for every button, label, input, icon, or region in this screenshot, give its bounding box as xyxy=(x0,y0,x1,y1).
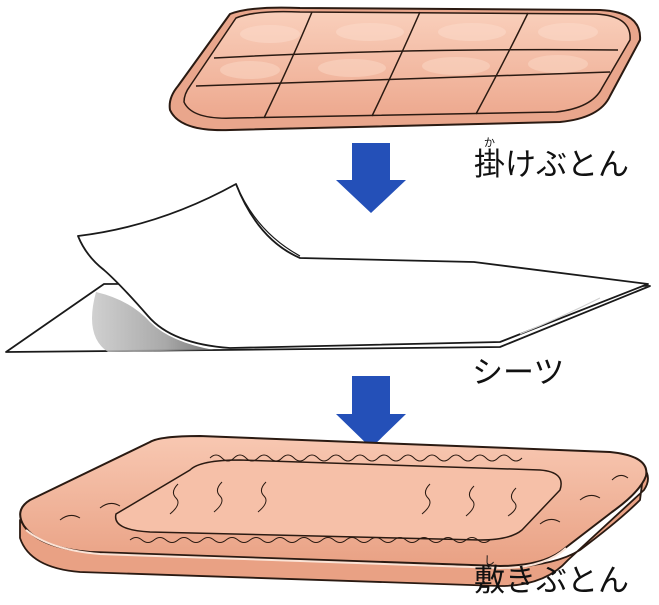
sheet-label: シーツ xyxy=(472,355,565,391)
arrow-down-icon xyxy=(336,143,406,213)
shiki-futon-label: 敷きぶとん xyxy=(474,563,629,599)
kake-futon-icon xyxy=(168,6,642,132)
kake-ruby: か xyxy=(484,136,495,149)
kake-futon-label: 掛けぶとん xyxy=(474,147,629,183)
arrow-down-icon xyxy=(336,376,406,448)
sheet-icon xyxy=(5,183,651,353)
shiki-ruby: し xyxy=(484,554,495,567)
shiki-futon-icon xyxy=(19,435,649,587)
